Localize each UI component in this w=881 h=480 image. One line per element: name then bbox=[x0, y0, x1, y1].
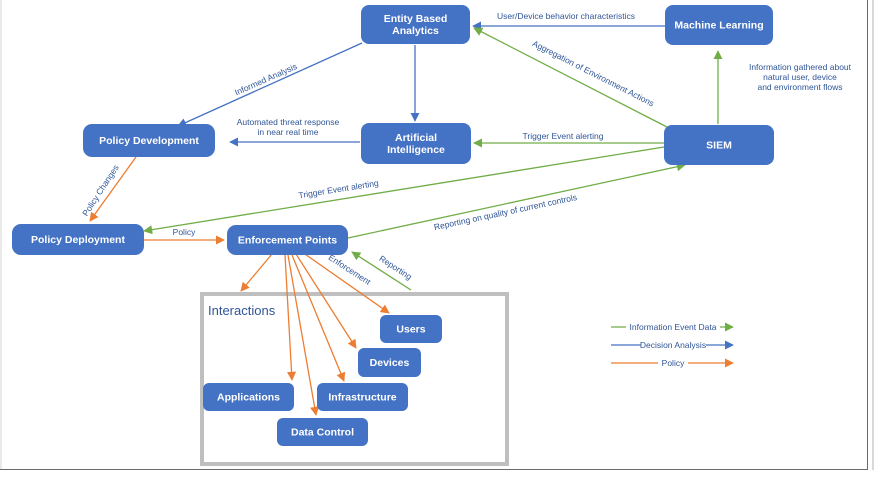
legend: Information Event Data Decision Analysis… bbox=[611, 320, 734, 369]
frame-outer-edge bbox=[872, 0, 874, 470]
edge-enforcement-to-infrastructure bbox=[291, 254, 346, 382]
edge-entity-to-policy-dev bbox=[177, 42, 363, 127]
label-reporting-quality: Reporting on quality of current controls bbox=[433, 192, 578, 232]
node-policy-deployment: Policy Deployment bbox=[12, 224, 144, 255]
edge-enforcement-to-app-box bbox=[284, 254, 297, 381]
label-trigger-event-deploy: Trigger Event alerting bbox=[298, 178, 380, 201]
frame-right-border bbox=[867, 0, 868, 470]
edge-enforcement-to-siem bbox=[347, 162, 686, 239]
svg-text:Applications: Applications bbox=[217, 392, 280, 404]
legend-decision-analysis: Decision Analysis bbox=[611, 338, 734, 351]
node-machine-learning: Machine Learning bbox=[665, 5, 773, 45]
svg-text:Policy Development: Policy Development bbox=[99, 135, 199, 147]
label-informed-analysis: Informed Analysis bbox=[233, 61, 298, 97]
label-aggregation: Aggregation of Environment Actions bbox=[531, 38, 656, 108]
node-data-control: Data Control bbox=[277, 418, 368, 446]
edge-enforcement-to-applications bbox=[240, 253, 273, 292]
label-enforcement: Enforcement bbox=[327, 252, 373, 287]
node-devices: Devices bbox=[358, 348, 421, 377]
edge-policy-dev-to-deploy bbox=[89, 156, 137, 222]
edge-reporting-to-enforcement bbox=[351, 251, 412, 291]
edge-siem-to-policy-deploy bbox=[143, 146, 665, 235]
label-reporting: Reporting bbox=[377, 253, 414, 282]
frame-left-border bbox=[0, 0, 2, 470]
svg-text:SIEM: SIEM bbox=[706, 140, 732, 152]
svg-text:Devices: Devices bbox=[370, 357, 410, 369]
legend-information-event: Information Event Data bbox=[611, 320, 734, 333]
label-policy-changes: Policy Changes bbox=[80, 163, 121, 218]
frame-bottom-border bbox=[0, 469, 868, 470]
node-applications: Applications bbox=[203, 383, 294, 411]
svg-text:Machine Learning: Machine Learning bbox=[674, 20, 763, 32]
label-trigger-event-ai: Trigger Event alerting bbox=[523, 131, 604, 141]
edge-enforcement-to-devices bbox=[295, 253, 357, 349]
svg-text:Infrastructure: Infrastructure bbox=[328, 392, 396, 404]
edge-enforcement-to-users bbox=[301, 251, 390, 314]
interactions-group-label: Interactions bbox=[208, 303, 276, 318]
edge-enforcement-to-data-control bbox=[287, 254, 320, 416]
edge-siem-to-entity bbox=[473, 27, 668, 128]
svg-text:Decision Analysis: Decision Analysis bbox=[640, 340, 706, 350]
label-user-device-behavior: User/Device behavior characteristics bbox=[497, 11, 635, 21]
node-infrastructure: Infrastructure bbox=[317, 383, 408, 411]
node-siem: SIEM bbox=[664, 125, 774, 165]
node-enforcement-points: Enforcement Points bbox=[227, 225, 348, 255]
label-policy: Policy bbox=[173, 227, 196, 237]
svg-text:Information Event Data: Information Event Data bbox=[630, 322, 717, 332]
node-policy-development: Policy Development bbox=[83, 124, 215, 157]
node-users: Users bbox=[380, 315, 442, 343]
svg-text:Users: Users bbox=[396, 324, 425, 336]
svg-text:Policy Deployment: Policy Deployment bbox=[31, 234, 125, 246]
svg-text:Policy: Policy bbox=[662, 358, 685, 368]
svg-text:Enforcement Points: Enforcement Points bbox=[238, 235, 337, 247]
legend-policy: Policy bbox=[611, 356, 734, 369]
svg-text:Data Control: Data Control bbox=[291, 427, 354, 439]
interactions-group-box bbox=[200, 292, 509, 466]
